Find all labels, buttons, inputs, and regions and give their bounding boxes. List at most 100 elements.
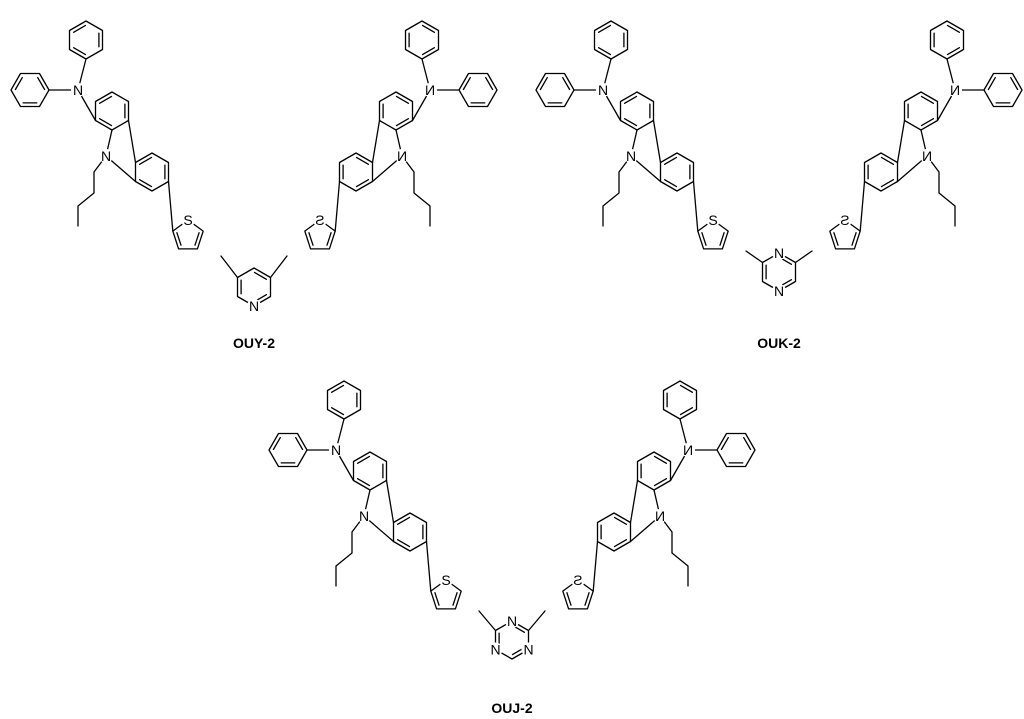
triazine-nitrogen: N	[507, 613, 517, 629]
phenyl-ring-left-double-bond	[295, 436, 304, 451]
carbazole-nitrogen-mask	[357, 509, 371, 523]
butyl-chain	[77, 155, 107, 227]
carbazole-lower-ring-double-bond	[138, 179, 153, 188]
thiophene-double-bond	[308, 232, 314, 246]
carbazole-upper-ring-double-bond	[653, 455, 668, 464]
phenyl-ring-left	[458, 72, 498, 108]
phenyl-ring-left-double-bond	[37, 76, 46, 91]
carbazole-upper-ring-double-bond	[653, 478, 668, 487]
phenyl-ring-left-double-bond	[462, 76, 471, 91]
phenyl-ring-top-double-bond	[946, 47, 961, 56]
thienyl-pyrazine-bond	[745, 250, 764, 264]
carbazole-c-c-bond	[385, 479, 395, 524]
thiophene-sulfur: S	[573, 572, 582, 588]
amine-nitrogen: N	[73, 82, 83, 98]
thienyl-pyridine-bond	[220, 255, 239, 279]
carbazole-lower-ring	[596, 512, 632, 552]
carbazole-upper-ring	[378, 91, 414, 131]
carbazole-upper-ring	[903, 91, 939, 131]
carbazole-nitrogen-mask	[653, 509, 667, 523]
pyrazine-nitrogen: N	[774, 245, 784, 261]
phenyl-ring-left-double-bond	[272, 436, 281, 451]
triazine-nitrogen: N	[490, 642, 500, 658]
phenyl-ring-left	[535, 72, 575, 108]
thiophene-double-bond	[452, 592, 458, 606]
amine-nitrogen-mask	[423, 83, 437, 97]
amine-nitrogen: N	[598, 82, 608, 98]
phenyl-ring-top-double-bond	[330, 407, 345, 416]
phenyl-ring-top-double-bond	[421, 24, 436, 33]
carbazole-nitrogen-mask	[99, 149, 113, 163]
thienyl-pyridine-bond	[269, 255, 288, 279]
carbazole-upper-ring-double-bond	[395, 95, 410, 104]
phenyl-ring-left-double-bond	[743, 436, 752, 451]
thiophene-ring	[829, 219, 861, 250]
carbazole-c-c-bond	[629, 479, 639, 524]
thiophene-sulfur-mask	[313, 213, 327, 227]
thiophene-sulfur: S	[183, 212, 192, 228]
carbazole-lower-ring	[134, 152, 170, 192]
triazine-nitrogen-mask	[521, 642, 536, 657]
arm-right: NNS	[562, 380, 756, 610]
phenyl-ring-top-double-bond	[597, 47, 612, 56]
carbazole-nitrogen: N	[626, 148, 636, 164]
phenyl-ring-top-double-bond	[72, 24, 87, 33]
thiophene-ring	[430, 579, 462, 610]
aryl-thienyl-bond	[167, 180, 174, 232]
carbazole-lower-ring-double-bond	[396, 539, 411, 548]
amine-nitrogen: N	[683, 442, 693, 458]
thiophene-sulfur-mask	[838, 213, 852, 227]
arm-left: NNS	[535, 20, 729, 250]
arm-right: NNS	[304, 20, 498, 250]
aryl-thienyl-bond	[425, 540, 432, 592]
thiophene-sulfur-mask	[439, 573, 453, 587]
amine-nitrogen: N	[425, 82, 435, 98]
aryl-thienyl-bond	[334, 180, 341, 232]
phenyl-ring-top	[68, 20, 104, 60]
carbazole-lower-ring-double-bond	[355, 179, 370, 188]
carbazole-upper-ring-double-bond	[920, 95, 935, 104]
carbazole-lower-ring-double-bond	[613, 516, 628, 525]
phenyl-ring-left-double-bond	[1010, 76, 1019, 91]
carbazole-nitrogen-mask	[395, 149, 409, 163]
pyrazine-nitrogen-mask	[772, 246, 786, 260]
carbazole-lower-ring-double-bond	[663, 156, 678, 165]
carbazole-upper-ring-double-bond	[98, 118, 113, 127]
carbazole-nitrogen: N	[922, 148, 932, 164]
aryl-thienyl-bond	[859, 180, 866, 232]
thiophene-double-bond	[851, 232, 857, 246]
butyl-chain	[335, 515, 365, 587]
phenyl-ring-left-double-bond	[987, 76, 996, 91]
carbazole-upper-ring-double-bond	[98, 95, 113, 104]
carbazole-lower-ring	[392, 512, 428, 552]
carbazole-upper-ring-double-bond	[920, 118, 935, 127]
carbazole-lower-ring-double-bond	[355, 156, 370, 165]
carbazole-upper-ring-double-bond	[623, 118, 638, 127]
thiophene-sulfur: S	[441, 572, 450, 588]
compound-label-ouk-2: OUK-2	[757, 335, 801, 351]
thiophene-sulfur-mask	[706, 213, 720, 227]
carbazole-lower-ring-double-bond	[613, 539, 628, 548]
arm-right: NNS	[829, 20, 1023, 250]
thiophene-sulfur-mask	[181, 213, 195, 227]
carbazole-lower-ring-double-bond	[396, 516, 411, 525]
thiophene-double-bond	[719, 232, 725, 246]
carbazole-lower-ring	[338, 152, 374, 192]
amine-nitrogen: N	[331, 442, 341, 458]
butyl-chain	[659, 515, 689, 587]
phenyl-ring-top-double-bond	[597, 24, 612, 33]
phenyl-ring-top	[404, 20, 440, 60]
triazine-nitrogen-mask	[488, 642, 503, 657]
thiophene-double-bond	[701, 232, 707, 246]
phenyl-ring-top-double-bond	[421, 47, 436, 56]
carbazole-lower-ring-double-bond	[138, 156, 153, 165]
carbazole-upper-ring-double-bond	[356, 455, 371, 464]
thienyl-pyrazine-bond	[794, 250, 813, 264]
phenyl-ring-left	[716, 432, 756, 468]
phenyl-ring-left-double-bond	[720, 436, 729, 451]
amine-nitrogen-mask	[329, 443, 343, 457]
